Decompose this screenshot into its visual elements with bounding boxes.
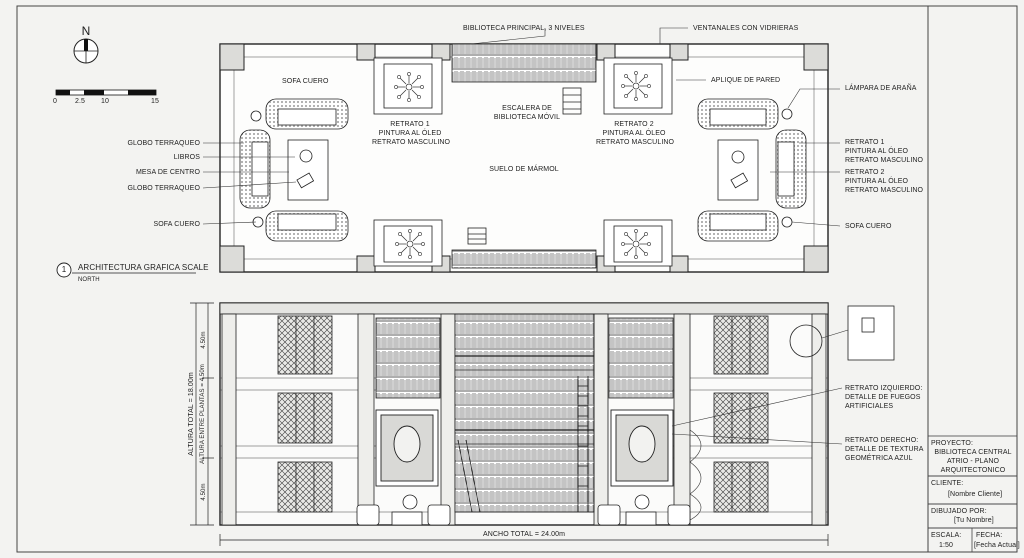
label-ladder-1: ESCALERA DE	[502, 105, 552, 112]
tb-date-label: FECHA:	[976, 532, 1003, 539]
label-left-portrait-line2: DETALLE DE FUEGOS	[845, 394, 921, 401]
tb-project-line2: ATRIO - PLANO	[946, 458, 1000, 465]
label-marble-floor: SUELO DE MÁRMOL	[489, 166, 559, 173]
tb-client-value: [Nombre Cliente]	[948, 491, 1003, 498]
label-right-portrait-line2: DETALLE DE TEXTURA	[845, 446, 924, 453]
label-ladder-2: BIBLIOTECA MÓVIL	[493, 114, 561, 121]
tb-project-line3: ARQUITECTONICO	[940, 467, 1006, 474]
plan-title: ARCHITECTURA GRAFICA SCALE	[78, 263, 209, 272]
label-right-portrait-line1: RETRATO DERECHO:	[845, 437, 919, 444]
tb-client-label: CLIENTE:	[931, 480, 964, 487]
label-right-portrait-line3: GEOMÉTRICA AZUL	[845, 455, 913, 462]
label-r1-right-line2: PINTURA AL ÓLEO	[845, 148, 909, 155]
dim-total-height: ALTURA TOTAL = 18.00m	[188, 372, 195, 456]
tb-scale-label: ESCALA:	[931, 532, 962, 539]
dim-top-segment: 4.50m	[201, 331, 207, 349]
tb-date-value: [Fecha Actual]	[974, 542, 1020, 549]
scale-tick-15: 15	[151, 98, 159, 105]
label-r2-right-line3: RETRATO MASCULINO	[845, 187, 924, 194]
label-main-library: BIBLIOTECA PRINCIPAL, 3 NIVELES	[463, 25, 585, 32]
label-r2-right-line2: PINTURA AL ÓLEO	[845, 178, 909, 185]
scale-tick-2-5: 2.5	[75, 98, 86, 105]
label-r1-right-line1: RETRATO 1	[845, 139, 885, 146]
label-sofa-top: SOFA CUERO	[282, 78, 329, 85]
label-r1-right-line3: RETRATO MASCULINO	[845, 157, 924, 164]
title-block	[927, 435, 1018, 553]
floor-plan	[202, 27, 841, 273]
tb-project-label: PROYECTO:	[931, 440, 974, 447]
north-letter: N	[81, 24, 91, 38]
label-sofa-left: SOFA CUERO	[153, 221, 200, 228]
tb-scale-value: 1:50	[939, 542, 954, 549]
label-chandelier: LÁMPARA DE ARAÑA	[845, 85, 917, 92]
scale-bar	[55, 89, 157, 96]
dimension-lines	[190, 302, 829, 546]
label-left-portrait-line1: RETRATO IZQUIERDO:	[845, 385, 923, 392]
label-windows: VENTANALES CON VIDRIERAS	[693, 25, 799, 32]
label-portrait1-line3: RETRATO MASCULINO	[372, 139, 451, 146]
plan-title-number: 1	[61, 265, 67, 274]
sheet-border	[16, 5, 1018, 553]
dim-bottom-segment: 4.50m	[201, 483, 207, 501]
label-portrait1-line2: PINTURA AL ÓLED	[378, 130, 442, 137]
dim-floor-height: ALTURA ENTRE PLANTAS = 4.50m	[200, 364, 206, 464]
label-wall-sconce: APLIQUE DE PARED	[711, 77, 781, 84]
elevation	[219, 302, 895, 526]
tb-drawn-label: DIBUJADO POR:	[931, 508, 987, 515]
label-portrait1-line1: RETRATO 1	[390, 121, 430, 128]
label-books: LIBROS	[173, 154, 200, 161]
label-portrait2-line3: RETRATO MASCULINO	[596, 139, 675, 146]
tb-drawn-value: [Tu Nombre]	[954, 517, 994, 524]
scale-tick-0: 0	[53, 98, 57, 105]
label-r2-right-line1: RETRATO 2	[845, 169, 885, 176]
scale-tick-10: 10	[101, 98, 109, 105]
label-coffee-table: MESA DE CENTRO	[135, 169, 200, 176]
dim-total-width: ANCHO TOTAL = 24.00m	[482, 531, 566, 538]
label-globe-1: GLOBO TERRAQUEO	[127, 140, 200, 147]
tb-project-line1: BIBLIOTECA CENTRAL	[934, 449, 1012, 456]
north-arrow-icon	[73, 38, 99, 64]
label-portrait2-line2: PINTURA AL ÓLEO	[602, 130, 666, 137]
label-sofa-right: SOFA CUERO	[845, 223, 892, 230]
label-left-portrait-line3: ARTIFICIALES	[845, 403, 894, 410]
plan-subtitle: NORTH	[78, 277, 100, 283]
label-globe-2: GLOBO TERRAQUEO	[127, 185, 200, 192]
plan-title-number-circle	[56, 262, 72, 278]
label-portrait2-line1: RETRATO 2	[614, 121, 654, 128]
